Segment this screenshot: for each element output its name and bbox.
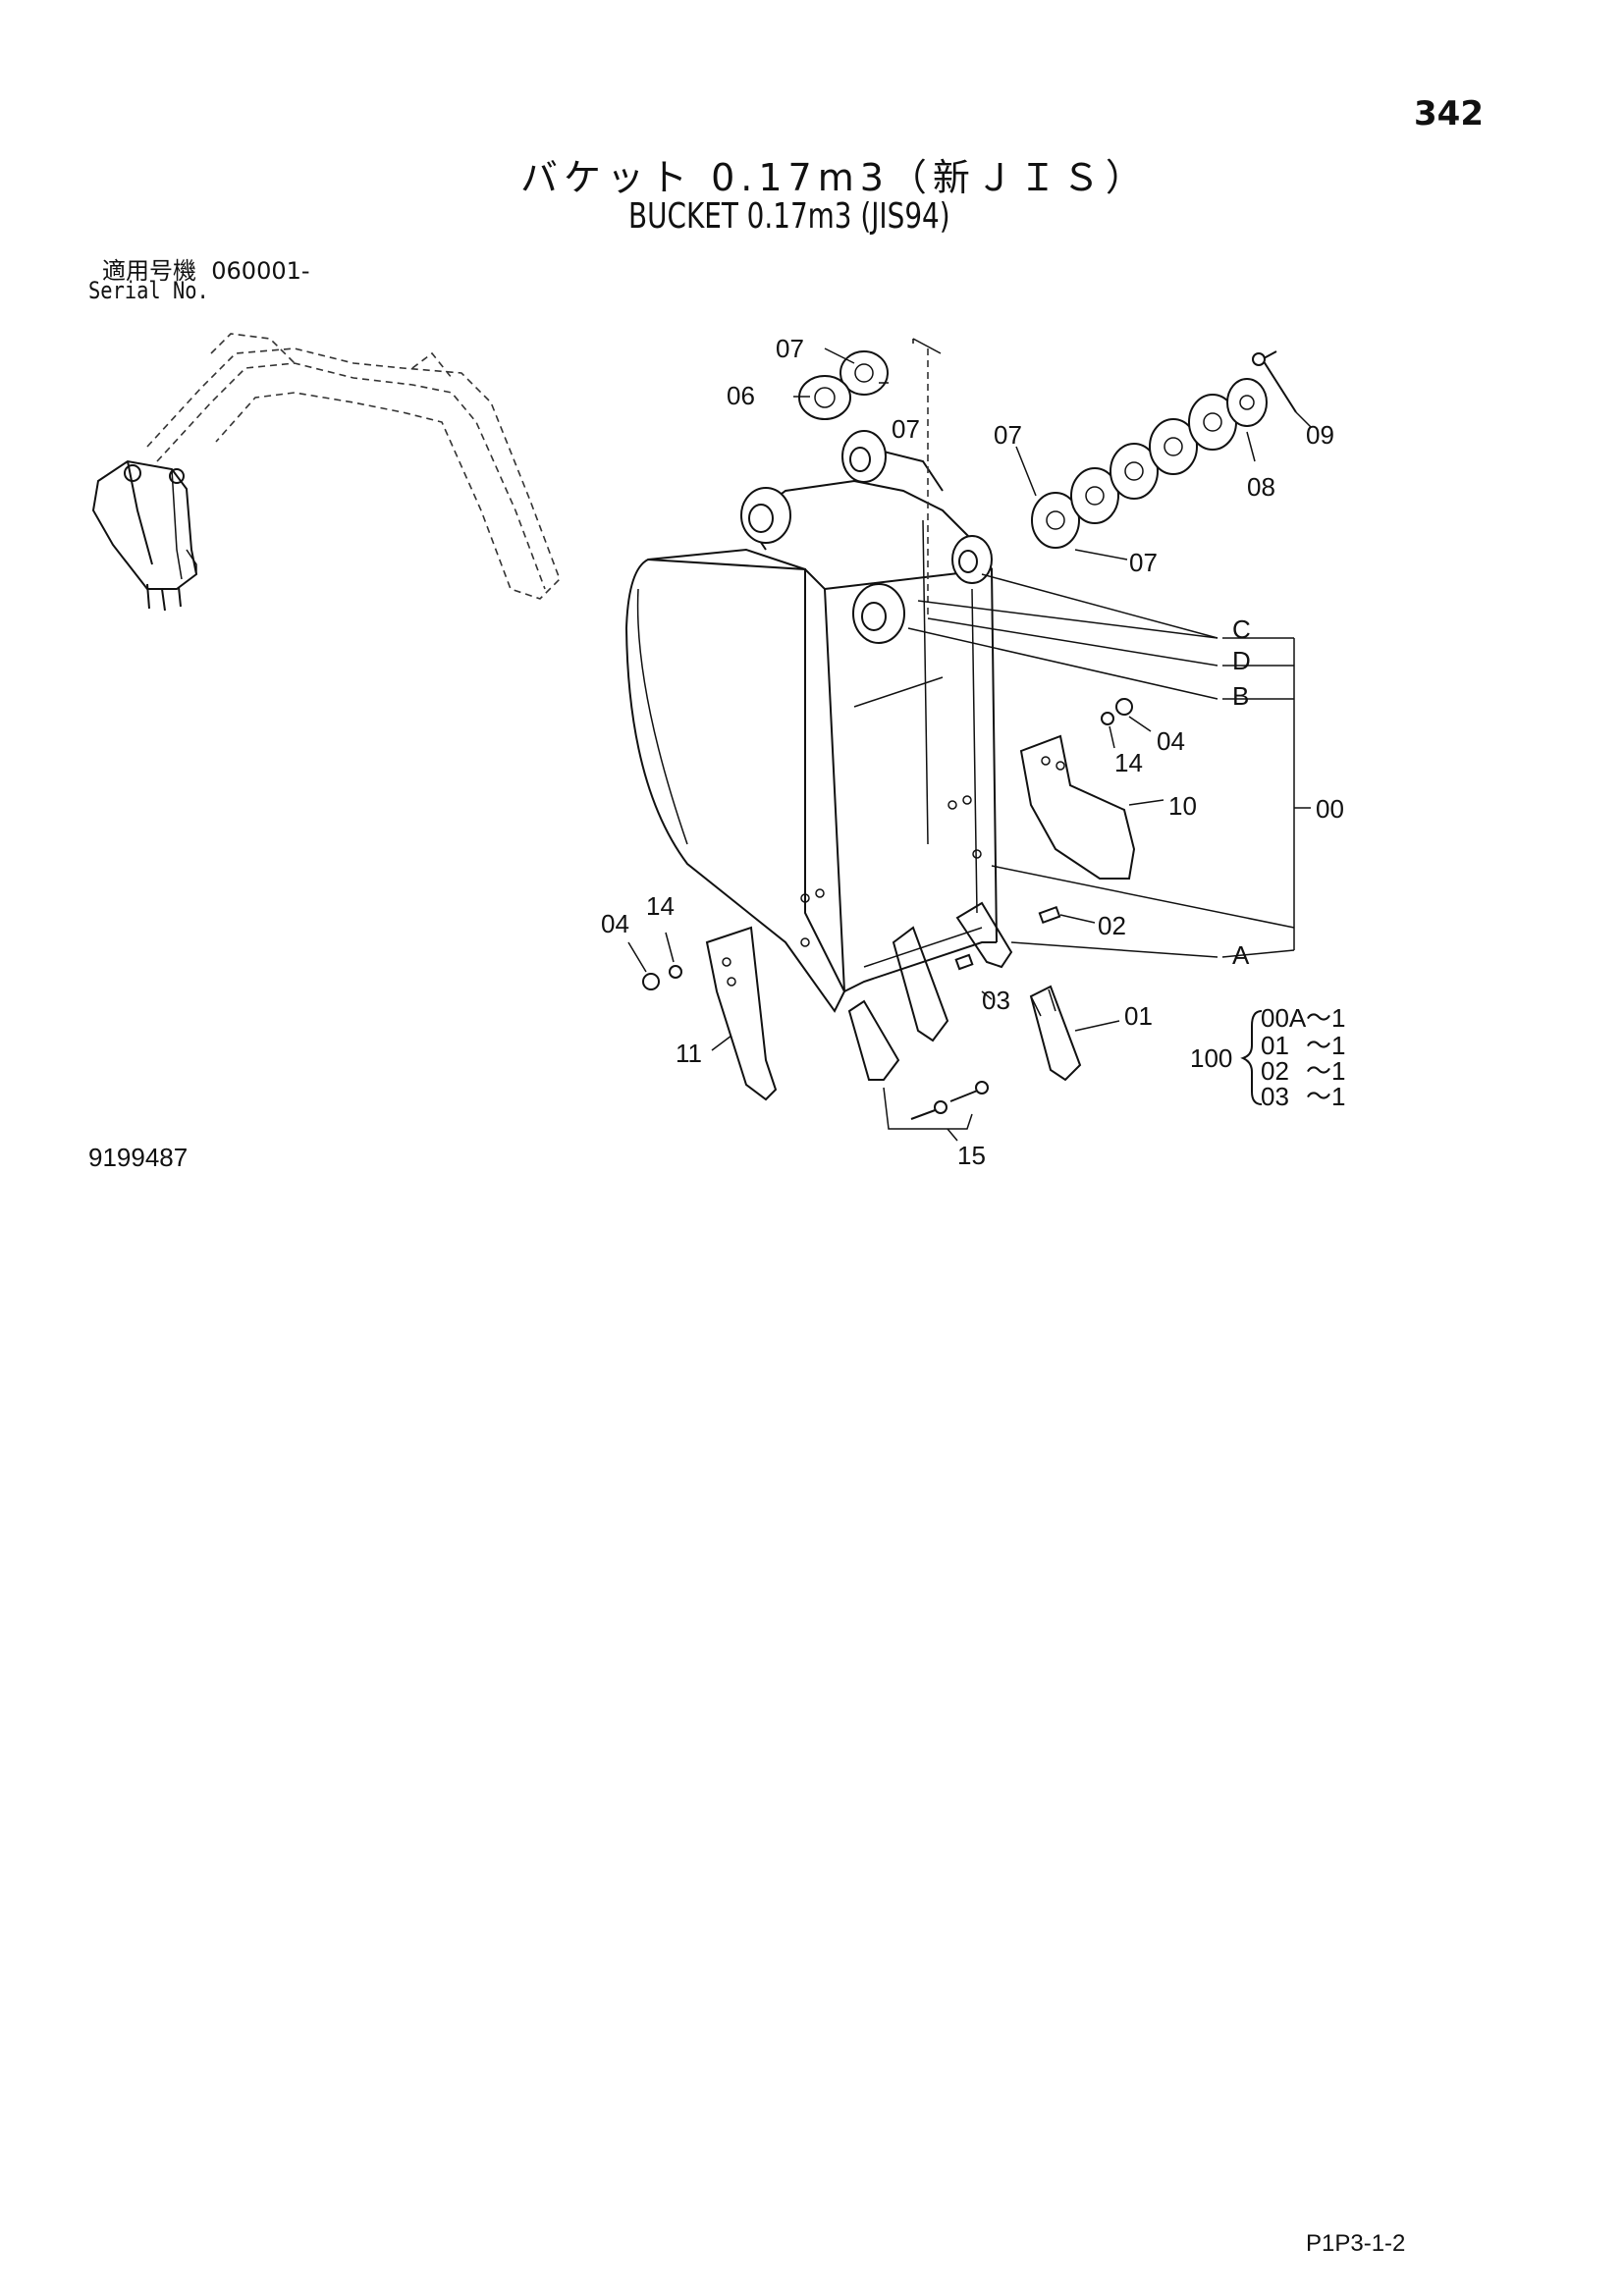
fasteners <box>642 698 1133 1120</box>
side-cutter-right <box>1019 734 1136 880</box>
callout-01: 01 <box>1124 1001 1153 1031</box>
side-cutter-left <box>705 926 778 1101</box>
page-number: 342 <box>1414 94 1484 133</box>
callout-10: 10 <box>1168 791 1197 821</box>
callout-07: 07 <box>892 414 920 444</box>
callout-A: A <box>1232 940 1250 970</box>
title-english: BUCKET 0.17m3 (JIS94) <box>628 196 950 237</box>
callout-11: 11 <box>676 1039 702 1068</box>
callout-14: 14 <box>1114 748 1143 777</box>
callout-03: 03 <box>982 986 1010 1015</box>
kit-item-code: 03 <box>1261 1082 1289 1111</box>
kit-item-code: 01 <box>1261 1031 1289 1060</box>
callout-08: 08 <box>1247 472 1275 502</box>
callout-06: 06 <box>727 381 755 410</box>
callout-labels: 07 06 07 07 09 08 07 C D B 04 14 10 00 1… <box>601 334 1344 1170</box>
kit-item-code: 00A <box>1261 1003 1307 1033</box>
drawing-number: 9199487 <box>88 1143 189 1172</box>
callout-04: 04 <box>601 909 629 938</box>
serial-label-jp: 適用号機 060001- <box>102 251 310 286</box>
title-japanese: バケット 0.17m3（新ＪＩＳ） <box>520 156 1149 199</box>
callout-02: 02 <box>1098 911 1126 940</box>
kit-item-qty: ～1 <box>1306 1003 1345 1033</box>
callout-07: 07 <box>994 420 1022 450</box>
serial-label-jp-text: 適用号機 <box>102 257 196 285</box>
callout-15: 15 <box>957 1141 986 1170</box>
page-code: P1P3-1-2 <box>1306 2230 1406 2257</box>
callout-00: 00 <box>1316 794 1344 824</box>
bucket-body <box>624 430 998 1013</box>
kit-item-qty: ～1 <box>1306 1031 1345 1060</box>
kit-item-code: 02 <box>1261 1056 1289 1086</box>
serial-label-en: Serial No. <box>88 277 209 304</box>
callout-09: 09 <box>1306 420 1334 450</box>
callout-14: 14 <box>646 891 675 921</box>
callout-B: B <box>1232 681 1249 711</box>
callout-07: 07 <box>776 334 804 363</box>
callout-07: 07 <box>1129 548 1158 577</box>
bucket-teeth <box>847 901 1082 1082</box>
kit-item-qty: ～1 <box>1306 1056 1345 1086</box>
kit-item-qty: ～1 <box>1306 1082 1345 1111</box>
shims <box>798 350 1297 549</box>
serial-value: 060001- <box>211 257 310 285</box>
excavator-arm-overview <box>91 333 561 612</box>
callout-04: 04 <box>1157 726 1185 756</box>
callout-D: D <box>1232 646 1251 675</box>
kit-group: 100 00A ～1 01 ～1 02 ～1 03 ～1 <box>1190 1003 1345 1111</box>
callout-C: C <box>1232 614 1251 644</box>
kit-label: 100 <box>1190 1043 1232 1073</box>
leader-lines <box>627 347 1312 1142</box>
